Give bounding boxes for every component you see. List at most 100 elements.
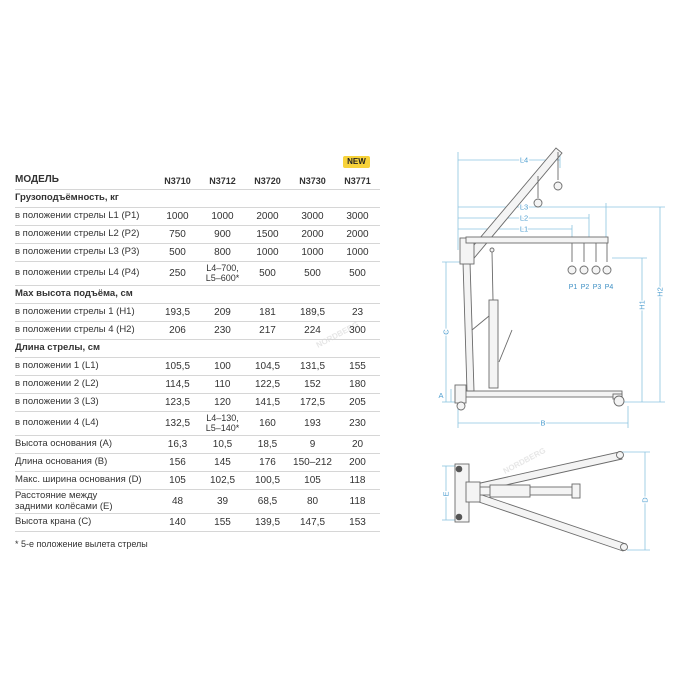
boom-horizontal bbox=[465, 236, 609, 244]
footnote: * 5-е положение вылета стрелы bbox=[15, 539, 148, 549]
spec-value-n3771: 118 bbox=[349, 495, 366, 507]
hook-label-p4: P4 bbox=[605, 284, 614, 291]
hook-p2 bbox=[579, 265, 589, 275]
hook-label-p3: P3 bbox=[593, 284, 602, 291]
spec-value-n3712: L4–130, L5–140* bbox=[205, 413, 240, 433]
spec-value-n3712: 145 bbox=[214, 456, 231, 468]
spec-value-n3712: 102,5 bbox=[209, 474, 236, 486]
section-title: Max высота подъёма, см bbox=[15, 288, 133, 300]
spec-value-n3771: 3000 bbox=[346, 210, 369, 222]
spec-row-label: в положении 1 (L1) bbox=[15, 360, 99, 372]
spec-value-n3730: 3000 bbox=[301, 210, 324, 222]
spec-value-n3712: 800 bbox=[214, 246, 231, 258]
spec-value-n3710: 114,5 bbox=[165, 378, 190, 390]
spec-value-n3771: 300 bbox=[349, 324, 366, 336]
dimension-label-l1: L1 bbox=[520, 225, 528, 234]
spec-value-n3730: 172,5 bbox=[299, 396, 326, 408]
hook-p3 bbox=[591, 265, 601, 275]
dimension-label-c: C bbox=[442, 329, 451, 335]
dimension-label-l4: L4 bbox=[520, 156, 528, 165]
spec-value-n3730: 80 bbox=[306, 495, 319, 507]
model-header-n3730: N3730 bbox=[299, 175, 326, 186]
spec-value-n3771: 2000 bbox=[346, 228, 369, 240]
spec-value-n3712: 10,5 bbox=[212, 438, 233, 450]
rear-wheel-top bbox=[455, 465, 463, 473]
spec-row-label: Длина основания (B) bbox=[15, 456, 108, 468]
spec-value-n3730: 9 bbox=[309, 438, 316, 450]
spec-row-label: Высота крана (C) bbox=[15, 516, 92, 528]
spec-value-n3710: 132,5 bbox=[164, 417, 191, 429]
section-title: Длина стрелы, см bbox=[15, 342, 101, 354]
dimension-label-d: D bbox=[641, 497, 650, 503]
spec-value-n3730: 105 bbox=[304, 474, 321, 486]
spec-value-n3720: 18,5 bbox=[257, 438, 278, 450]
hook-p1 bbox=[567, 265, 577, 275]
spec-value-n3730: 147,5 bbox=[299, 516, 326, 528]
dimension-label-e: E bbox=[442, 491, 451, 496]
spec-value-n3730: 131,5 bbox=[299, 360, 326, 372]
spec-value-n3710: 123,5 bbox=[164, 396, 191, 408]
spec-value-n3771: 118 bbox=[349, 474, 366, 486]
spec-row-label: в положении стрелы L4 (P4) bbox=[15, 267, 140, 279]
spec-row-label: в положении стрелы L2 (P2) bbox=[15, 228, 140, 240]
spec-value-n3720: 1000 bbox=[256, 246, 279, 258]
leg-lower bbox=[475, 493, 627, 552]
spec-row-label: Макс. ширина основания (D) bbox=[15, 474, 142, 486]
spec-table: МОДЕЛЬ N3710 N3712 N3720 N3730 N3771 Гру… bbox=[15, 172, 380, 532]
crane-base-beam bbox=[459, 390, 623, 398]
section-header-row: Длина стрелы, см bbox=[15, 340, 380, 358]
dimension-label-h2: H2 bbox=[656, 287, 665, 297]
spec-row-label: в положении стрелы 4 (H2) bbox=[15, 324, 135, 336]
dimension-label-a: A bbox=[438, 391, 443, 400]
spec-value-n3712: 155 bbox=[214, 516, 231, 528]
spec-value-n3710: 206 bbox=[169, 324, 186, 336]
leg-wheel-upper bbox=[616, 451, 624, 459]
dimension-label-l3: L3 bbox=[520, 203, 528, 212]
spec-row-label: в положении стрелы 1 (H1) bbox=[15, 306, 135, 318]
dimension-label-l2: L2 bbox=[520, 214, 528, 223]
spec-value-n3712: 1000 bbox=[211, 210, 234, 222]
mast-brace bbox=[471, 315, 490, 331]
crane-mast bbox=[462, 261, 475, 392]
spec-value-n3712: 100 bbox=[214, 360, 231, 372]
crane-top-structure bbox=[454, 451, 628, 552]
spec-value-n3771: 1000 bbox=[346, 246, 369, 258]
new-badge: NEW bbox=[343, 156, 370, 168]
spec-value-n3730: 150–212 bbox=[293, 456, 332, 468]
top-hydraulic-cylinder bbox=[489, 484, 531, 498]
spec-value-n3771: 23 bbox=[351, 306, 364, 318]
section-header-row: Грузоподъёмность, кг bbox=[15, 190, 380, 208]
table-header-row: МОДЕЛЬ N3710 N3712 N3720 N3730 N3771 bbox=[15, 172, 380, 190]
spec-value-n3771: 205 bbox=[349, 396, 366, 408]
center-hub bbox=[465, 481, 481, 503]
spec-value-n3712: 230 bbox=[214, 324, 231, 336]
model-header-n3710: N3710 bbox=[164, 175, 191, 186]
dimension-label-h1: H1 bbox=[638, 300, 647, 310]
spec-value-n3710: 1000 bbox=[166, 210, 189, 222]
spec-value-n3720: 122,5 bbox=[254, 378, 281, 390]
hook bbox=[553, 181, 563, 191]
spec-value-n3771: 153 bbox=[349, 516, 366, 528]
spec-value-n3730: 152 bbox=[304, 378, 321, 390]
spec-value-n3771: 180 bbox=[349, 378, 366, 390]
model-header-n3771: N3771 bbox=[344, 175, 371, 186]
top-view: D E bbox=[440, 451, 651, 552]
spec-value-n3720: 141,5 bbox=[254, 396, 281, 408]
spec-value-n3710: 193,5 bbox=[164, 306, 191, 318]
spec-value-n3730: 193 bbox=[304, 417, 321, 429]
spec-value-n3710: 500 bbox=[169, 246, 186, 258]
spec-value-n3720: 217 bbox=[259, 324, 276, 336]
spec-value-n3710: 140 bbox=[169, 516, 186, 528]
center-boom-end-cap bbox=[571, 483, 581, 499]
spec-value-n3730: 189,5 bbox=[299, 306, 326, 318]
